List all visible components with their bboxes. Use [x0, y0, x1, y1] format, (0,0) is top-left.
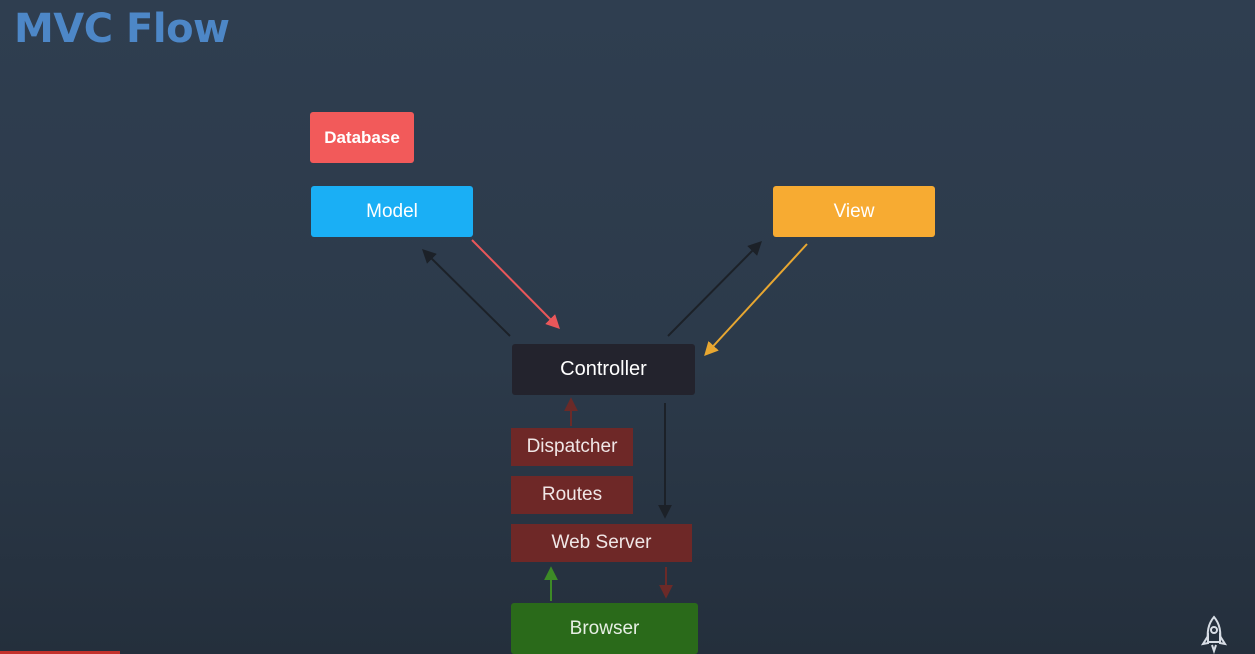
- arrow-model-to-controller: [471, 239, 560, 329]
- model-node: Model: [311, 186, 473, 237]
- web-server-node: Web Server: [511, 524, 692, 562]
- routes-node: Routes: [511, 476, 633, 514]
- database-node: Database: [310, 112, 414, 163]
- page-title: MVC Flow: [14, 6, 230, 52]
- view-node: View: [773, 186, 935, 237]
- arrow-controller-to-model: [422, 249, 511, 337]
- arrow-view-to-controller: [704, 243, 808, 357]
- controller-node: Controller: [512, 344, 695, 395]
- rocket-icon: [1200, 615, 1228, 654]
- arrow-controller-to-view: [667, 241, 762, 337]
- video-progress-strip: [0, 651, 120, 654]
- dispatcher-node: Dispatcher: [511, 428, 633, 466]
- browser-node: Browser: [511, 603, 698, 654]
